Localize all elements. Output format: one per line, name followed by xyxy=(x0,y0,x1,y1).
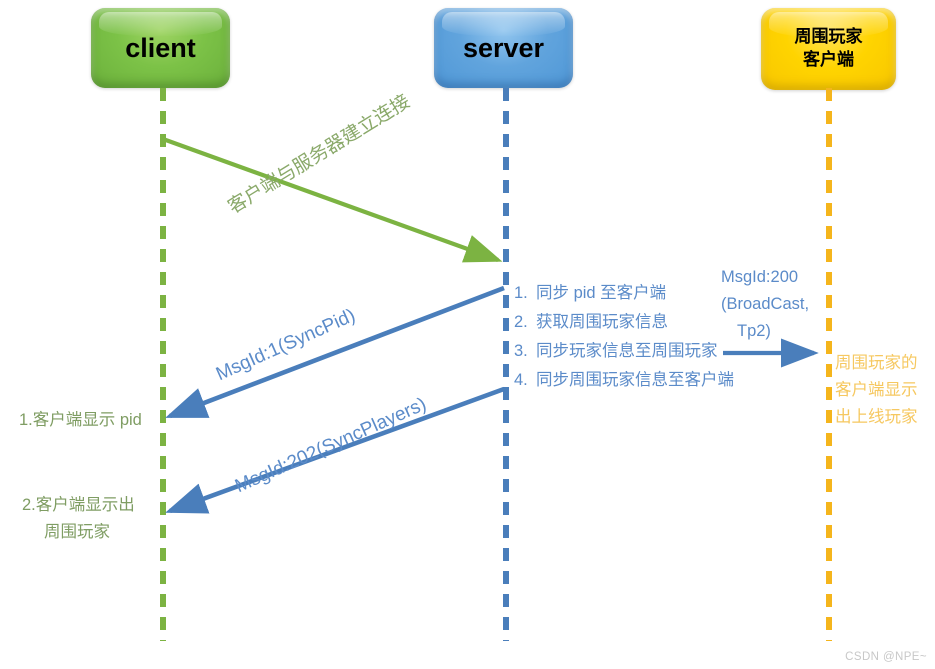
server-step-2: 2. 获取周围玩家信息 xyxy=(514,308,729,337)
server-step-1: 1. 同步 pid 至客户端 xyxy=(514,279,729,308)
actor-label-nearby: 周围玩家 客户端 xyxy=(795,25,863,72)
arrow-label-connect: 客户端与服务器建立连接 xyxy=(224,91,414,219)
client-note-display-pid-text: 1.客户端显示 pid xyxy=(19,411,142,429)
arrow-label-syncpid: MsgId:1(SyncPid) xyxy=(213,305,359,386)
nearby-players-note-line2: 客户端显示 xyxy=(835,381,918,399)
lifeline-client xyxy=(160,88,166,641)
client-note-display-nearby-players: 2.客户端显示出 周围玩家 xyxy=(22,492,135,546)
server-step-2-text: 获取周围玩家信息 xyxy=(536,313,668,331)
actor-label-nearby-line1: 周围玩家 xyxy=(794,27,863,47)
server-step-4-text: 同步周围玩家信息至客户端 xyxy=(536,371,734,389)
broadcast-note-line2: (BroadCast, xyxy=(721,295,810,313)
server-step-1-number: 1. xyxy=(514,284,528,302)
watermark: CSDN @NPE~ xyxy=(845,651,927,663)
actor-label-server: server xyxy=(462,32,545,63)
nearby-players-note-line3: 出上线玩家 xyxy=(835,408,918,426)
broadcast-note-line1: MsgId:200 xyxy=(721,268,799,286)
server-step-3-number: 3. xyxy=(514,342,528,360)
server-step-1-text: 同步 pid 至客户端 xyxy=(536,284,667,302)
server-step-4-number: 4. xyxy=(514,371,528,389)
server-step-4: 4. 同步周围玩家信息至客户端 xyxy=(514,366,734,395)
lifeline-nearby xyxy=(826,88,832,641)
arrow-label-syncplayers: MsgId:202(SyncPlayers) xyxy=(232,393,430,498)
client-note-display-nearby-players-line2: 周围玩家 xyxy=(44,523,110,541)
actor-label-nearby-line2: 客户端 xyxy=(803,50,854,69)
broadcast-note-line3: Tp2) xyxy=(737,322,771,340)
server-step-2-number: 2. xyxy=(514,313,528,331)
actor-box-nearby-players-client[interactable]: 周围玩家 客户端 xyxy=(761,8,896,90)
actor-box-server[interactable]: server xyxy=(434,8,573,88)
arrow-server-to-client-syncpid xyxy=(165,285,505,419)
lifeline-server xyxy=(503,88,509,641)
server-step-3: 3. 同步玩家信息至周围玩家 xyxy=(514,337,729,366)
client-note-display-pid: 1.客户端显示 pid xyxy=(19,407,142,434)
nearby-players-note: 周围玩家的 客户端显示 出上线玩家 xyxy=(835,350,931,431)
client-note-display-nearby-players-line1: 2.客户端显示出 xyxy=(22,496,135,514)
broadcast-note: MsgId:200 (BroadCast, Tp2) xyxy=(721,264,817,345)
actor-label-client: client xyxy=(125,32,196,63)
actor-box-client[interactable]: client xyxy=(91,8,230,88)
server-steps-list: 1. 同步 pid 至客户端 2. 获取周围玩家信息 3. 同步玩家信息至周围玩… xyxy=(514,279,734,395)
server-step-3-text: 同步玩家信息至周围玩家 xyxy=(536,342,718,360)
nearby-players-note-line1: 周围玩家的 xyxy=(835,354,918,372)
